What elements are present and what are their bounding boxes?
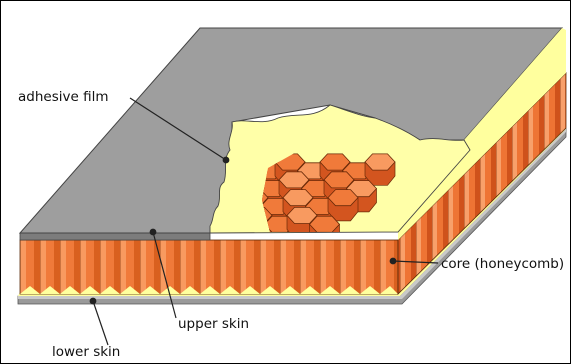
core-front-face [20, 240, 398, 294]
label-upper-skin: upper skin [178, 316, 249, 332]
leader-lower-skin [93, 301, 108, 345]
label-lower-skin: lower skin [52, 344, 120, 360]
label-adhesive-film: adhesive film [18, 89, 108, 105]
label-core: core (honeycomb) [441, 256, 564, 272]
